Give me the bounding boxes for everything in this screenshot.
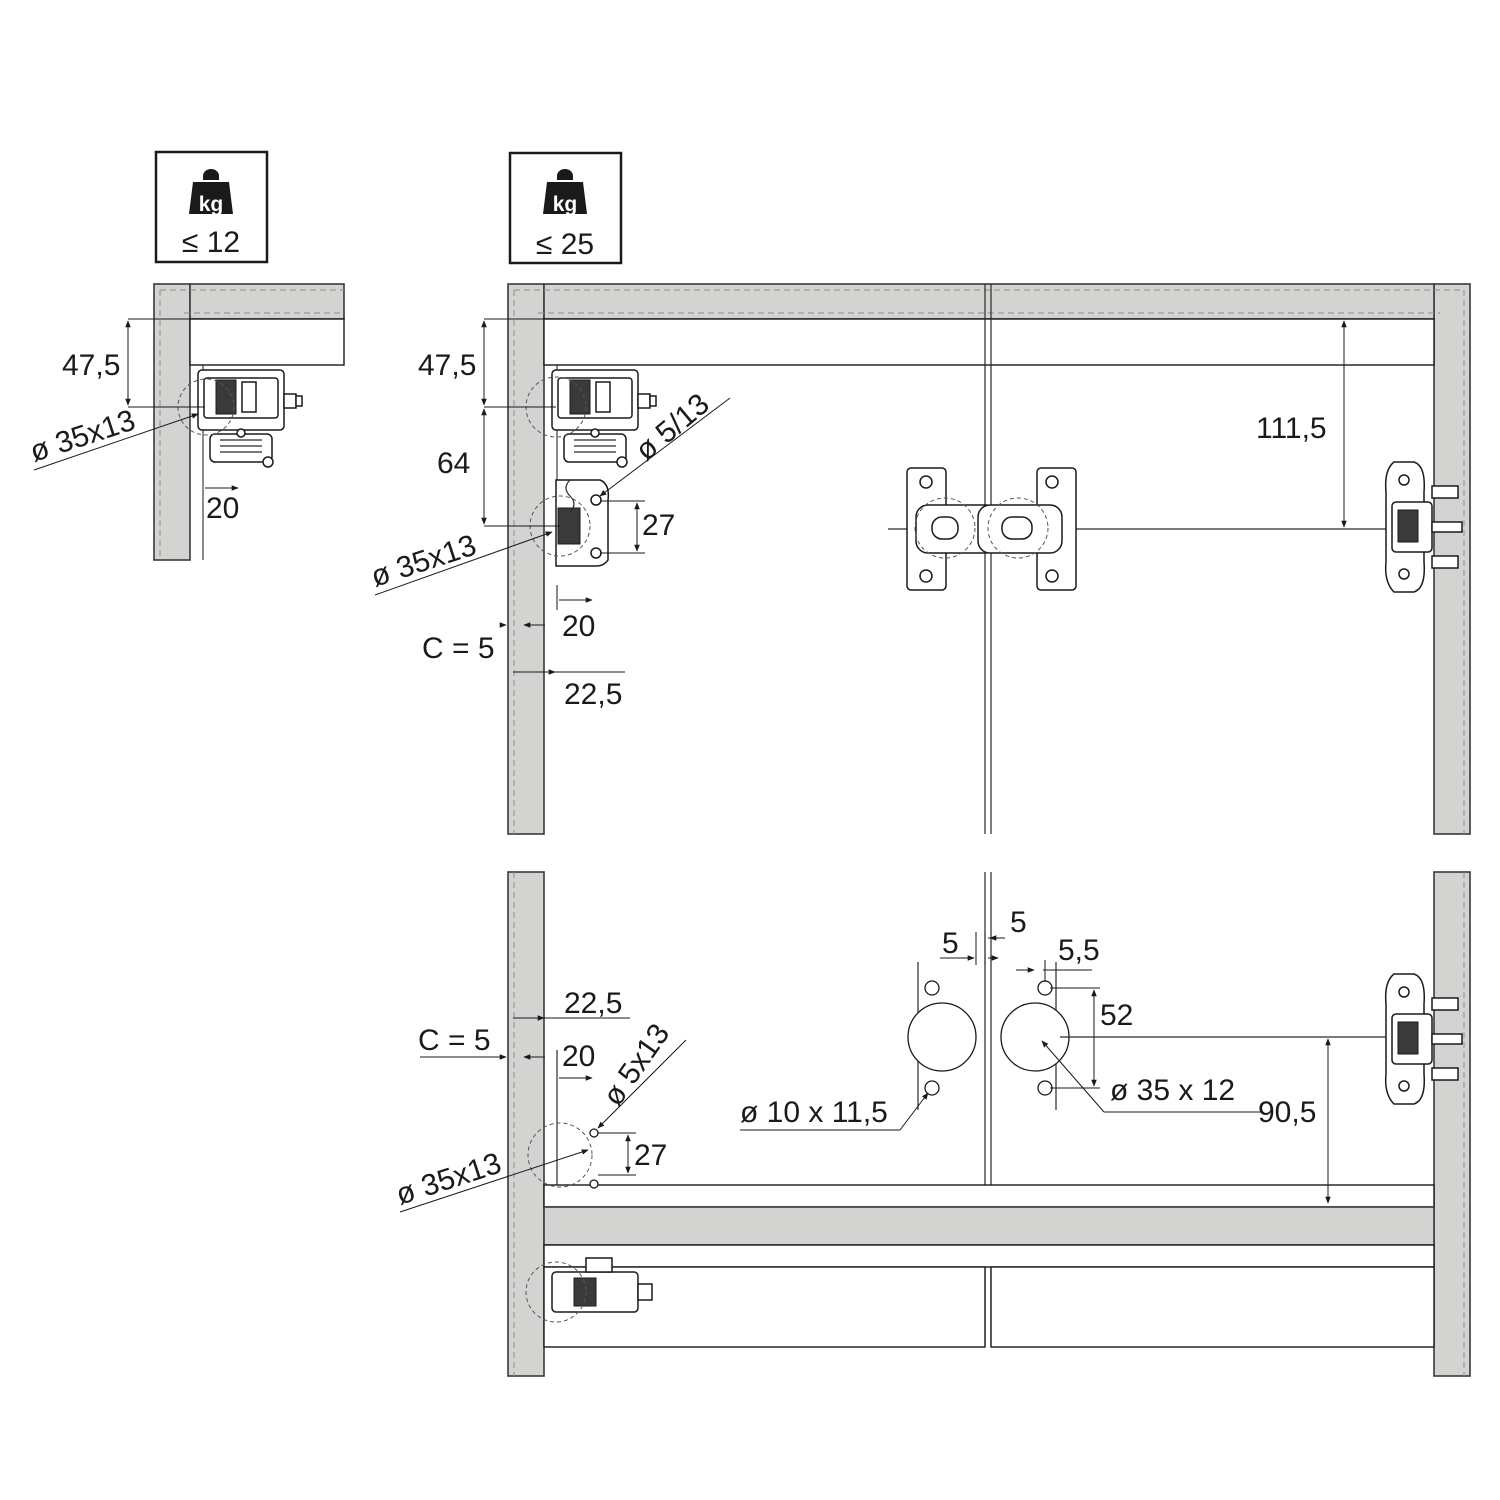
hinge-plate-right (914, 467, 1077, 591)
dim-cup-holes-label: ø 35 x 12 (1110, 1074, 1235, 1107)
dim-small-holes-label: ø 10 x 11,5 (740, 1096, 888, 1129)
dim-bore-label: ø 35x13 (392, 1147, 505, 1212)
dim-height-label: 47,5 (418, 349, 476, 382)
dim-edge-label: 22,5 (564, 678, 622, 711)
door-edge (543, 1184, 1435, 1208)
load-badge-25kg: kg ≤ 25 (508, 151, 623, 265)
kg-unit-label: kg (199, 193, 224, 216)
kg-unit-label: kg (553, 193, 578, 216)
dim-spacing-label: 64 (437, 447, 470, 480)
shelf-panel (543, 1206, 1435, 1246)
cup-hole-left (907, 1002, 977, 1072)
drawer-front-right (990, 1266, 1435, 1348)
dim-gap-right-label: 5 (1010, 906, 1027, 939)
dim-small-bore-label: ø 5x13 (597, 1018, 677, 1112)
left-side-panel (507, 283, 545, 835)
door-edge (189, 318, 345, 366)
dim-offset-label: 20 (206, 492, 239, 525)
load-limit-label: ≤ 25 (536, 228, 594, 261)
hinge-cup-lower (525, 1257, 653, 1323)
top-cabinet-view: 47,5 64 ø 5/13 27 ø 35x13 20 C = 5 22,5 (367, 283, 1471, 835)
dim-height-label: 47,5 (62, 349, 120, 382)
dim-right-height-label: 111,5 (1256, 412, 1327, 445)
dim-bore-label: ø 35x13 (26, 404, 139, 469)
dim-gap-label: C = 5 (422, 632, 495, 665)
left-side-panel (507, 871, 545, 1377)
dim-gap-label: C = 5 (418, 1024, 491, 1057)
bottom-cabinet-view: 5 5 5,5 52 ø 35 x 12 ø 10 x 11,5 90,5 22… (392, 871, 1471, 1377)
dim-gap-left-label: 5 (942, 927, 959, 960)
dim-offset-label: 20 (562, 1040, 595, 1073)
hinge-cup (197, 369, 303, 468)
door-edge-lower (543, 1244, 1435, 1268)
dim-plate-label: 27 (642, 509, 675, 542)
dim-hole-offset-label: 5,5 (1058, 934, 1100, 967)
top-panel (189, 283, 345, 320)
dim-edge-label: 22,5 (564, 987, 622, 1020)
load-limit-label: ≤ 12 (182, 226, 240, 259)
left-detail-view: 47,5 ø 35x13 20 (26, 283, 345, 561)
load-badge-12kg: kg ≤ 12 (154, 150, 269, 264)
dim-bore-label: ø 35x13 (367, 529, 480, 594)
dim-right-height-label: 90,5 (1258, 1096, 1316, 1129)
door-edge (543, 318, 1435, 366)
side-panel (153, 283, 191, 561)
dim-offset-label: 20 (562, 610, 595, 643)
top-panel (543, 283, 1435, 320)
mounting-plate (555, 479, 610, 567)
right-side-panel (1433, 871, 1471, 1377)
dim-plate-label: 27 (634, 1139, 667, 1172)
dim-hole-spacing-label: 52 (1100, 999, 1133, 1032)
bore-circle (527, 1122, 593, 1188)
